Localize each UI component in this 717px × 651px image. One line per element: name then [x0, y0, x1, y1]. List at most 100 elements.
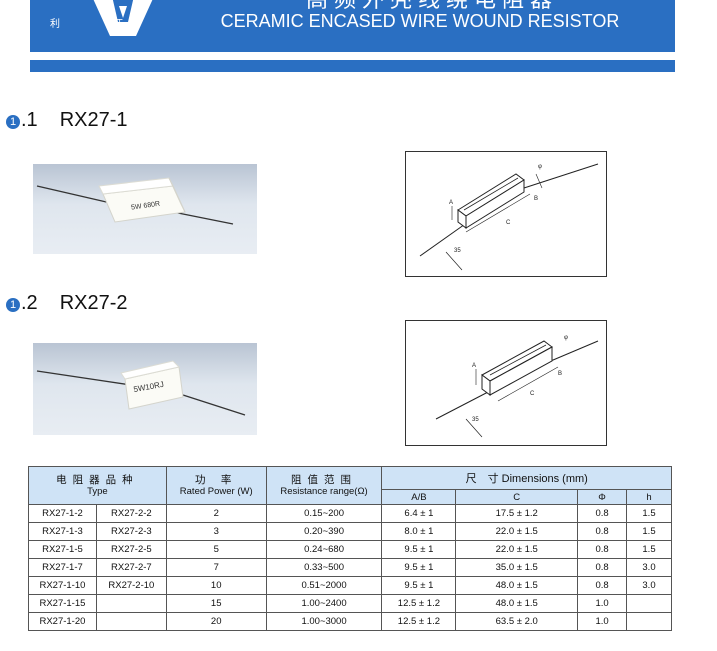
section-number-badge: 1 — [6, 298, 20, 312]
drawing-label-lead: 35 — [472, 417, 479, 423]
dim-h-header: h — [626, 489, 672, 505]
section-model: RX27-1 — [59, 109, 128, 131]
table-cell: 20 — [165, 612, 267, 631]
table-cell: 3.0 — [626, 576, 672, 595]
range-header-cn: 阻值范围 — [291, 473, 358, 486]
table-cell: 6.4 ± 1 — [381, 504, 457, 523]
title-chinese: 高频外壳线绕电阻器 — [306, 0, 559, 13]
drawing-label-phi: φ — [564, 335, 568, 341]
table-cell — [626, 612, 672, 631]
company-logo — [88, 0, 158, 36]
dim-phi-header: Φ — [577, 489, 628, 505]
table-cell: RX27-1-2 — [28, 504, 97, 523]
table-cell: 22.0 ± 1.5 — [455, 540, 579, 559]
table-cell — [95, 594, 167, 613]
table-cell: 2 — [165, 504, 267, 523]
power-header-en: Rated Power (W) — [179, 485, 253, 497]
table-cell: 0.8 — [577, 540, 628, 559]
section-sub-number: .2 — [21, 292, 38, 314]
table-cell: 0.8 — [577, 522, 628, 541]
header-banner: 利 旺 高频外壳线绕电阻器 CERAMIC ENCASED WIRE WOUND… — [30, 0, 675, 52]
table-cell: 0.33~500 — [265, 558, 383, 577]
table-cell: 0.15~200 — [265, 504, 383, 523]
table-cell: 17.5 ± 1.2 — [455, 504, 579, 523]
range-column-header: 阻值范围 Resistance range(Ω) — [265, 466, 383, 505]
product-photo-rx27-1: 5W 680R — [33, 164, 257, 254]
photo-print-text: 5W 680R — [131, 201, 161, 212]
table-cell: 48.0 ± 1.5 — [455, 594, 579, 613]
table-cell: 15 — [165, 594, 267, 613]
section-sub-number: .1 — [21, 109, 38, 131]
table-cell: 1.00~3000 — [265, 612, 383, 631]
table-cell: 9.5 ± 1 — [381, 558, 457, 577]
drawing-label-c: C — [506, 220, 511, 226]
section-number-badge: 1 — [6, 115, 20, 129]
type-header-cn: 电阻器品种 — [56, 473, 139, 486]
table-cell: 3.0 — [626, 558, 672, 577]
type-column-header: 电阻器品种 Type — [28, 466, 167, 505]
table-cell: RX27-2-7 — [95, 558, 167, 577]
table-cell: RX27-2-10 — [95, 576, 167, 595]
table-cell: 1.5 — [626, 504, 672, 523]
table-cell: 0.24~680 — [265, 540, 383, 559]
power-column-header: 功 率 Rated Power (W) — [165, 466, 267, 505]
section-model: RX27-2 — [59, 292, 128, 314]
drawing-label-lead: 35 — [454, 248, 461, 254]
table-cell: 48.0 ± 1.5 — [455, 576, 579, 595]
table-cell: RX27-2-3 — [95, 522, 167, 541]
table-cell: 0.20~390 — [265, 522, 383, 541]
table-cell: 0.8 — [577, 558, 628, 577]
table-cell: 12.5 ± 1.2 — [381, 594, 457, 613]
table-cell: RX27-2-2 — [95, 504, 167, 523]
table-cell — [626, 594, 672, 613]
table-cell: 5 — [165, 540, 267, 559]
dim-ab-header: A/B — [381, 489, 457, 505]
table-cell: 7 — [165, 558, 267, 577]
drawing-label-b: B — [558, 371, 562, 377]
table-cell: RX27-2-5 — [95, 540, 167, 559]
dimension-drawing-rx27-1: A B C φ 35 — [405, 151, 607, 277]
section-heading-1: 1.1 RX27-1 — [6, 109, 128, 132]
drawing-label-a: A — [472, 363, 476, 369]
dimensions-header: 尺 寸 Dimensions (mm) — [381, 466, 672, 490]
table-cell: 9.5 ± 1 — [381, 540, 457, 559]
range-header-en: Resistance range(Ω) — [280, 485, 368, 497]
table-cell: RX27-1-10 — [28, 576, 97, 595]
table-cell: 1.0 — [577, 594, 628, 613]
dim-c-header: C — [455, 489, 579, 505]
table-cell: RX27-1-7 — [28, 558, 97, 577]
table-cell: 1.5 — [626, 540, 672, 559]
dimension-drawing-rx27-2: A B C φ 35 — [405, 320, 607, 446]
specification-table: 电阻器品种 Type 功 率 Rated Power (W) 阻值范围 Resi… — [28, 466, 672, 631]
power-header-cn: 功 率 — [195, 473, 238, 486]
drawing-label-phi: φ — [538, 164, 542, 170]
table-cell: RX27-1-15 — [28, 594, 97, 613]
drawing-label-c: C — [530, 391, 535, 397]
logo-emblem-icon — [93, 0, 153, 36]
table-cell: 3 — [165, 522, 267, 541]
table-cell: 63.5 ± 2.0 — [455, 612, 579, 631]
table-cell — [95, 612, 167, 631]
drawing-label-a: A — [449, 200, 453, 206]
table-cell: RX27-1-20 — [28, 612, 97, 631]
title-english: CERAMIC ENCASED WIRE WOUND RESISTOR — [220, 11, 620, 31]
table-cell: 35.0 ± 1.5 — [455, 558, 579, 577]
type-header-en: Type — [87, 485, 108, 497]
logo-char-left: 利 — [50, 19, 60, 30]
table-cell: 10 — [165, 576, 267, 595]
table-cell: 0.8 — [577, 576, 628, 595]
table-cell: 1.00~2400 — [265, 594, 383, 613]
table-cell: 1.5 — [626, 522, 672, 541]
table-cell: RX27-1-3 — [28, 522, 97, 541]
table-cell: RX27-1-5 — [28, 540, 97, 559]
product-photo-rx27-2: 5W10RJ — [33, 343, 257, 435]
table-cell: 0.51~2000 — [265, 576, 383, 595]
table-cell: 22.0 ± 1.5 — [455, 522, 579, 541]
